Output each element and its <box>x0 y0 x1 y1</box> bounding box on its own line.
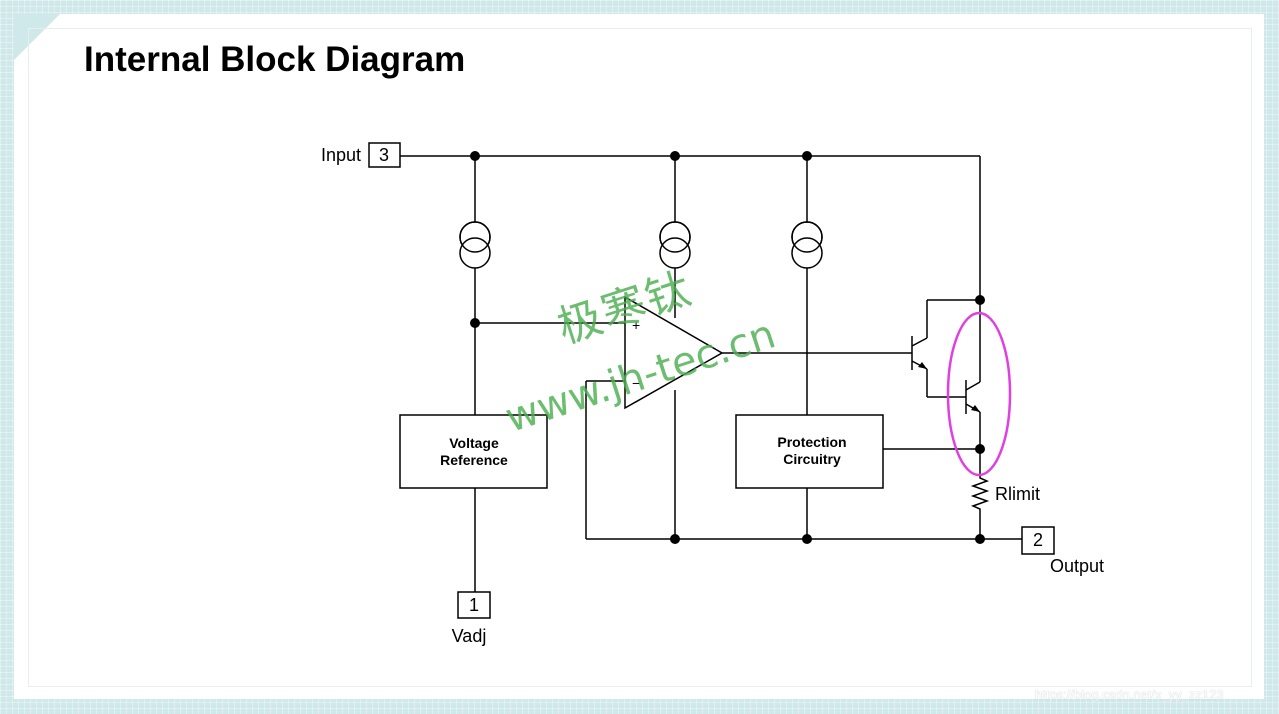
rlimit-label: Rlimit <box>995 484 1040 504</box>
output-pin-box <box>1021 526 1055 555</box>
slide-title: Internal Block Diagram <box>84 40 466 79</box>
input-pin-label: Input <box>321 145 361 165</box>
q2-emitter-arrow <box>971 405 980 412</box>
watermark-blog-url: https://blog.csdn.net/x_yy_zz123 <box>1035 687 1224 702</box>
output-pin-number: 2 <box>1033 530 1043 550</box>
vadj-pin-label: Vadj <box>452 626 487 646</box>
rlimit-resistor <box>970 475 990 539</box>
wires <box>400 155 1022 592</box>
error-amplifier <box>624 295 724 410</box>
opamp-plus-sign: + <box>632 317 640 333</box>
current-source-2-overlay <box>659 221 691 253</box>
opamp-minus-sign: − <box>632 375 640 391</box>
protection-circuitry-label-2: Circuitry <box>783 451 841 467</box>
current-source-3 <box>791 221 823 269</box>
slide-corner-fold <box>14 14 60 60</box>
junction-dots <box>470 151 985 544</box>
q1-collector <box>911 337 928 347</box>
protection-circuitry-block <box>735 414 884 489</box>
output-pin-label: Output <box>1050 556 1104 576</box>
protection-circuitry-label-1: Protection <box>777 434 846 450</box>
voltage-reference-label-1: Voltage <box>449 435 499 451</box>
q2-collector <box>965 381 981 391</box>
input-pin-number: 3 <box>379 145 389 165</box>
input-pin-box <box>368 142 401 168</box>
voltage-reference-label-2: Reference <box>440 452 508 468</box>
vadj-pin-box <box>457 591 491 619</box>
current-source-1 <box>459 221 491 269</box>
current-source-1-overlay <box>459 221 491 253</box>
highlight-ellipse <box>946 311 1012 477</box>
q1-emitter-arrow <box>918 362 927 369</box>
voltage-reference-block <box>399 414 548 489</box>
current-source-3-overlay <box>791 221 823 253</box>
vadj-pin-number: 1 <box>469 595 479 615</box>
